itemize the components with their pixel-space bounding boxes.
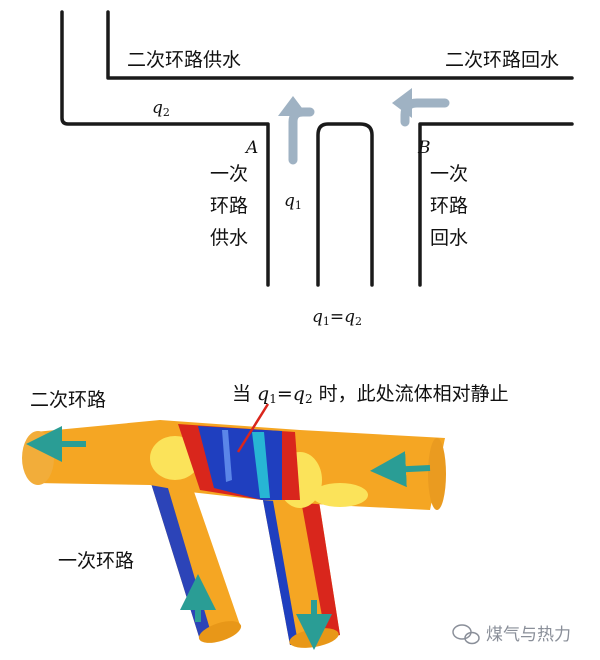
up-flow-arrow <box>288 107 315 165</box>
equation-label: q1=q2 <box>312 307 362 328</box>
velocity-vectors <box>26 426 431 650</box>
cfd-left-opening <box>22 431 54 485</box>
pipe-schematic <box>60 10 574 287</box>
secondary-pipe-top-wall <box>106 10 574 80</box>
primary-return-line-3: 回水 <box>430 227 468 249</box>
secondary-return-label: 二次环路回水 <box>445 49 559 71</box>
primary-supply-line-2: 环路 <box>210 195 248 217</box>
left-flow-arrow-head <box>392 88 412 118</box>
up-flow-arrow-head <box>278 96 308 116</box>
q1-label: q1 <box>284 191 302 212</box>
wechat-icon <box>452 624 480 645</box>
annotation-pointer-line <box>236 403 270 453</box>
secondary-supply-label: 二次环路供水 <box>127 49 241 71</box>
center-u-divider <box>316 122 374 287</box>
primary-supply-line-3: 供水 <box>210 227 248 249</box>
secondary-pipe-left-wall <box>60 10 270 287</box>
cfd-left-leg-end <box>198 621 242 643</box>
cfd-cyan-streak-2 <box>222 430 232 482</box>
flow-arrows-top <box>278 88 450 165</box>
cfd-yellow-zone-mid <box>312 483 368 507</box>
stagnation-annotation: 当 q1=q2 时，此处流体相对静止 <box>232 383 509 406</box>
primary-return-label: 一次 环路 回水 <box>430 163 468 249</box>
secondary-pipe-right-wall <box>418 122 574 287</box>
cfd-visualization <box>22 403 446 650</box>
secondary-loop-label: 二次环路 <box>30 389 106 411</box>
q2-label: q2 <box>152 98 170 119</box>
primary-return-line-2: 环路 <box>430 195 468 217</box>
cfd-right-leg-red <box>300 495 340 638</box>
vector-right-inflow <box>370 451 431 488</box>
cfd-cyan-streak <box>252 432 270 498</box>
watermark-text: 煤气与热力 <box>486 625 571 645</box>
primary-supply-label: 一次 环路 供水 <box>210 163 248 249</box>
point-a-label: A <box>244 138 258 158</box>
primary-return-line-1: 一次 <box>430 163 468 185</box>
cfd-right-leg-blue <box>262 495 298 645</box>
cfd-right-opening <box>428 438 446 510</box>
point-b-label: B <box>417 138 431 158</box>
primary-loop-label: 一次环路 <box>58 550 134 572</box>
primary-supply-line-1: 一次 <box>210 163 248 185</box>
watermark: 煤气与热力 <box>452 624 571 645</box>
